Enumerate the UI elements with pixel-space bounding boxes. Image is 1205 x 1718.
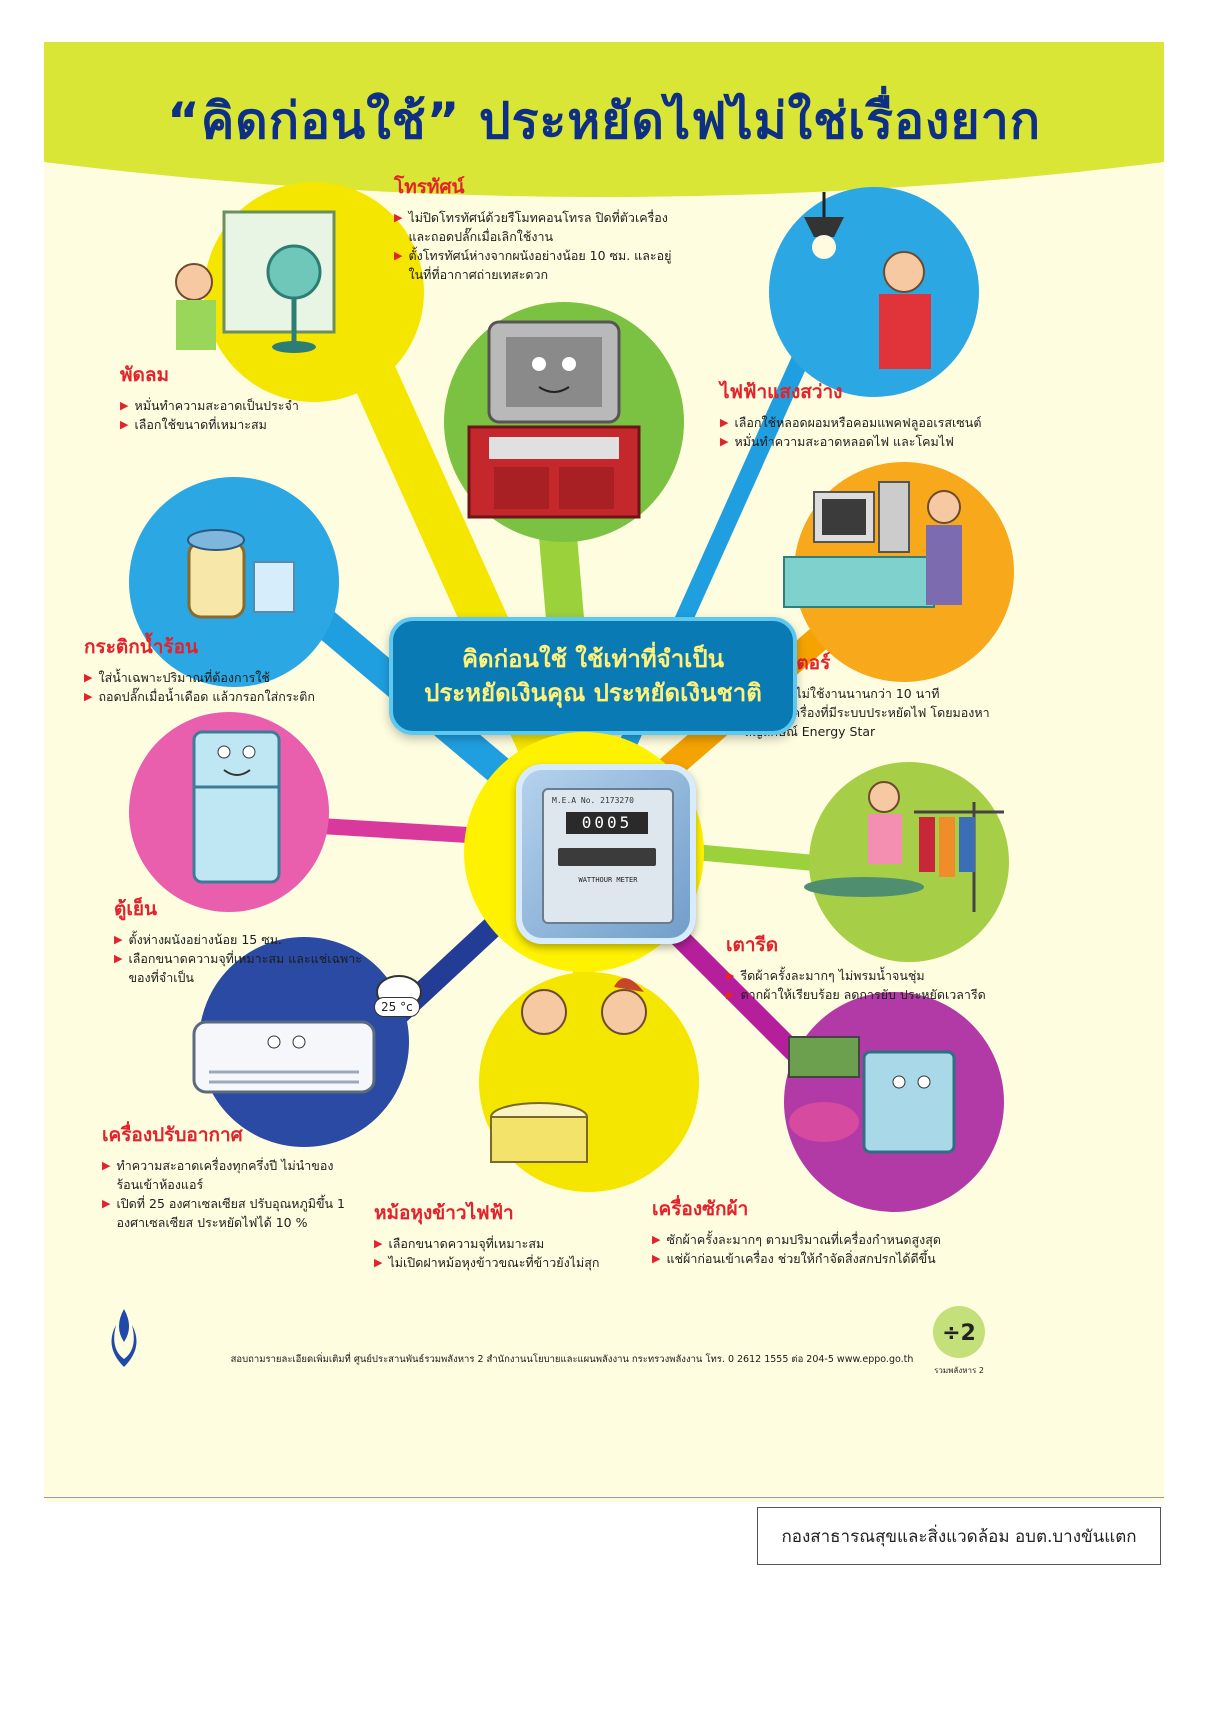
- section-kettle: กระติกน้ำร้อน ▶ ใส่น้ำเฉพาะปริมาณที่ต้องก…: [84, 632, 384, 706]
- meter-face: M.E.A No. 2173270 0005 WATTHOUR METER: [542, 788, 674, 924]
- aircon-temp-bubble: 25 °c: [374, 997, 420, 1017]
- bullet-text: ซักผ้าครั้งละมากๆ ตามปริมาณที่เครื่องกำห…: [666, 1232, 941, 1247]
- bullet-icon: ▶: [84, 671, 93, 684]
- section-title: ไฟฟ้าแสงสว่าง: [720, 381, 843, 403]
- bullet-icon: ▶: [394, 211, 403, 224]
- banner-line-2: ประหยัดเงินคุณ ประหยัดเงินชาติ: [424, 679, 762, 707]
- bullet-icon: ▶: [394, 249, 403, 262]
- campaign-logo-label: รวมพลังหาร 2: [934, 1366, 984, 1375]
- svg-text:÷2: ÷2: [942, 1321, 976, 1346]
- bullet-text: ทำความสะอาดเครื่องทุกครึ่งปี ไม่นำของร้อ…: [116, 1158, 334, 1192]
- bullet-icon: ▶: [652, 1252, 661, 1265]
- bullet-icon: ▶: [374, 1237, 383, 1250]
- ricecooker-drawing: [490, 978, 647, 1163]
- kettle-drawing: [187, 529, 295, 619]
- iron-drawing: [804, 781, 1004, 912]
- bullet-icon: ▶: [102, 1197, 111, 1210]
- bullet-text: ไม่เปิดฝาหม้อหุงข้าวขณะที่ข้าวยังไม่สุก: [388, 1255, 600, 1270]
- meter-counter: 0005: [566, 812, 648, 834]
- bullet-text: เลือกใช้หลอดผอมหรือคอมแพคฟลูออเรสเซนต์: [734, 415, 982, 430]
- section-title: กระติกน้ำร้อน: [84, 636, 199, 658]
- bullet-icon: ▶: [726, 969, 735, 982]
- bullet-text: ถอดปลั๊กเมื่อน้ำเดือด แล้วกรอกใส่กระติก: [98, 689, 315, 704]
- bullet-text: เลือกขนาดความจุที่เหมาะสม: [388, 1236, 545, 1251]
- meter-disc: [558, 848, 656, 866]
- section-title: เครื่องปรับอากาศ: [102, 1124, 243, 1146]
- section-fan: พัดลม ▶ หมั่นทำความสะอาดเป็นประจำ ▶ เลือกใ…: [120, 360, 380, 434]
- bullet-icon: ▶: [720, 416, 729, 429]
- department-stamp: กองสาธารณสุขและสิ่งแวดล้อม อบต.บางขันแตก: [757, 1507, 1161, 1565]
- energy-campaign-logo: ÷2: [933, 1306, 985, 1358]
- section-light: ไฟฟ้าแสงสว่าง ▶ เลือกใช้หลอดผอมหรือคอมแพค…: [720, 377, 1050, 451]
- footer-contact-text: สอบถามรายละเอียดเพิ่มเติมที่ ศูนย์ประสาน…: [230, 1354, 914, 1365]
- bullet-text: รีดผ้าครั้งละมากๆ ไม่พรมน้ำจนชุ่ม: [740, 968, 925, 983]
- bullet-text: ไม่ปิดโทรทัศน์ด้วยรีโมทคอนโทรล ปิดที่ตัว…: [408, 210, 668, 244]
- section-fridge: ตู้เย็น ▶ ตั้งห่างผนังอย่างน้อย 15 ซม. ▶ เ…: [114, 894, 374, 987]
- bullet-text: หมั่นทำความสะอาดเป็นประจำ: [134, 398, 299, 413]
- bullet-text: แช่ผ้าก่อนเข้าเครื่อง ช่วยให้กำจัดสิ่งสก…: [666, 1251, 936, 1266]
- bullet-text: ใส่น้ำเฉพาะปริมาณที่ต้องการใช้: [98, 670, 270, 685]
- section-iron: เตารีด ▶ รีดผ้าครั้งละมากๆ ไม่พรมน้ำจนชุ่…: [726, 930, 1046, 1004]
- section-washer: เครื่องซักผ้า ▶ ซักผ้าครั้งละมากๆ ตามปริม…: [652, 1194, 1002, 1268]
- washer-drawing: [788, 1036, 956, 1154]
- bullet-icon: ▶: [720, 435, 729, 448]
- section-aircon: เครื่องปรับอากาศ ▶ ทำความสะอาดเครื่องทุกค…: [102, 1120, 352, 1232]
- bullet-text: ตากผ้าให้เรียบร้อย ลดการยับ ประหยัดเวลาร…: [740, 987, 986, 1002]
- section-ricecooker: หม้อหุงข้าวไฟฟ้า ▶ เลือกขนาดความจุที่เหมา…: [374, 1198, 644, 1272]
- section-title: หม้อหุงข้าวไฟฟ้า: [374, 1202, 514, 1224]
- bullet-text: ตั้งห่างผนังอย่างน้อย 15 ซม.: [128, 932, 282, 947]
- bullet-icon: ▶: [114, 952, 123, 965]
- bullet-icon: ▶: [652, 1233, 661, 1246]
- meter-label: M.E.A No. 2173270: [552, 796, 634, 805]
- bullet-icon: ▶: [84, 690, 93, 703]
- poster-title: “คิดก่อนใช้” ประหยัดไฟไม่ใช่เรื่องยาก: [166, 92, 1042, 150]
- electric-meter: M.E.A No. 2173270 0005 WATTHOUR METER: [516, 764, 696, 944]
- fan-drawing: [175, 210, 336, 353]
- bullet-text: ตั้งโทรทัศน์ห่างจากผนังอย่างน้อย 10 ซม. …: [408, 248, 672, 282]
- section-title: เตารีด: [726, 934, 779, 956]
- bullet-icon: ▶: [374, 1256, 383, 1269]
- bullet-icon: ▶: [726, 988, 735, 1001]
- bullet-text: เลือกใช้ขนาดที่เหมาะสม: [134, 417, 267, 432]
- section-title: พัดลม: [120, 364, 170, 386]
- section-title: โทรทัศน์: [394, 176, 465, 198]
- divider-line: [44, 1497, 1164, 1498]
- computer-drawing: [783, 481, 962, 608]
- bullet-text: หมั่นทำความสะอาดหลอดไฟ และโคมไฟ: [734, 434, 954, 449]
- lightbulb-drawing: [804, 192, 931, 369]
- bullet-text: เปิดที่ 25 องศาเซลเซียส ปรับอุณหภูมิขึ้น…: [116, 1196, 345, 1230]
- section-title: เครื่องซักผ้า: [652, 1198, 749, 1220]
- tv-drawing: [467, 320, 641, 519]
- section-tv: โทรทัศน์ ▶ ไม่ปิดโทรทัศน์ด้วยรีโมทคอนโทรล…: [394, 172, 684, 284]
- energy-poster: “คิดก่อนใช้” ประหยัดไฟไม่ใช่เรื่องยาก โท…: [44, 42, 1164, 1502]
- bullet-icon: ▶: [114, 933, 123, 946]
- meter-brand: WATTHOUR METER: [578, 876, 638, 884]
- bullet-icon: ▶: [102, 1159, 111, 1172]
- bullet-icon: ▶: [120, 399, 129, 412]
- banner-line-1: คิดก่อนใช้ ใช้เท่าที่จำเป็น: [461, 645, 725, 673]
- ministry-flame-logo: [111, 1309, 137, 1367]
- section-title: ตู้เย็น: [114, 898, 157, 920]
- bullet-icon: ▶: [120, 418, 129, 431]
- central-slogan-banner: คิดก่อนใช้ ใช้เท่าที่จำเป็น ประหยัดเงินค…: [389, 617, 797, 735]
- light-illustration: [769, 187, 979, 397]
- bullet-text: เลือกขนาดความจุที่เหมาะสม และแช่เฉพาะของ…: [128, 951, 362, 985]
- fridge-drawing: [192, 730, 281, 884]
